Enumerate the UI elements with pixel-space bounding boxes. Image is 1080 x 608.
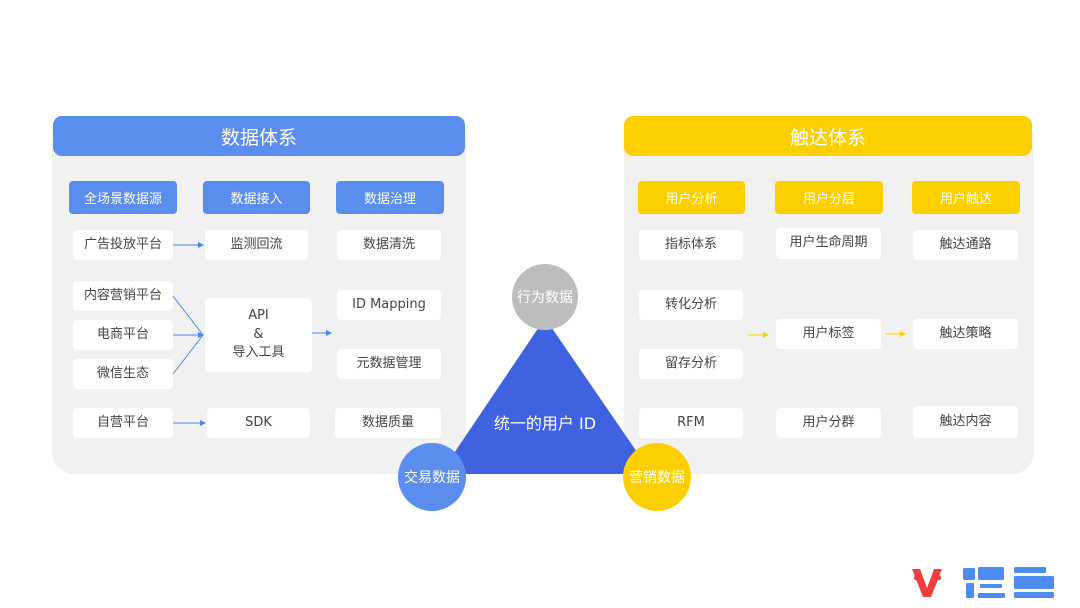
behavior-data-node: 行为数据	[512, 264, 578, 330]
column-header-data-ingestion: 数据接入	[203, 181, 310, 214]
line-wechat-to-api	[172, 334, 204, 375]
column-header-data-governance: 数据治理	[336, 181, 444, 214]
governance-metadata-management: 元数据管理	[337, 349, 441, 379]
logo-fish-glyph	[1014, 567, 1054, 598]
reach-strategy: 触达策略	[913, 319, 1018, 349]
logo-carp-glyph	[963, 567, 1005, 598]
unified-id-triangle	[440, 318, 652, 474]
analysis-rfm: RFM	[639, 408, 743, 438]
left-connectors	[172, 242, 332, 426]
line-content-to-api	[172, 295, 204, 336]
layering-user-groups: 用户分群	[776, 408, 881, 438]
source-wechat: 微信生态	[73, 359, 173, 389]
analysis-retention: 留存分析	[639, 349, 743, 379]
analysis-metric-system: 指标体系	[639, 230, 743, 260]
layering-user-lifecycle: 用户生命周期	[776, 228, 881, 259]
reach-channels: 触达通路	[913, 230, 1018, 260]
logo-fire-glyph	[912, 569, 942, 597]
right-connectors	[748, 331, 906, 338]
governance-id-mapping: ID Mapping	[337, 290, 441, 320]
column-header-user-layering: 用户分层	[775, 181, 883, 214]
huoliyu-logo	[912, 567, 1054, 598]
ingestion-sdk: SDK	[207, 408, 310, 438]
transaction-data-node: 交易数据	[398, 443, 466, 511]
source-content-marketing: 内容营销平台	[73, 281, 173, 311]
ingestion-monitor-backflow: 监测回流	[205, 230, 308, 260]
center-title: 统一的用户 ID	[493, 414, 597, 433]
column-header-user-analysis: 用户分析	[638, 181, 745, 214]
reach-system-title: 触达体系	[624, 116, 1032, 156]
column-header-user-reach: 用户触达	[912, 181, 1020, 214]
layering-user-tags: 用户标签	[776, 319, 881, 349]
data-system-title: 数据体系	[53, 116, 465, 156]
marketing-data-node: 营销数据	[623, 443, 691, 511]
analysis-conversion: 转化分析	[639, 290, 743, 320]
reach-content: 触达内容	[913, 406, 1018, 438]
governance-data-cleaning: 数据清洗	[337, 230, 441, 260]
source-ecommerce: 电商平台	[73, 320, 173, 350]
source-ad-platform: 广告投放平台	[73, 230, 173, 260]
import-tools-label: 导入工具	[232, 345, 285, 361]
api-label: API	[248, 307, 269, 323]
column-header-all-scene-sources: 全场景数据源	[69, 181, 177, 214]
source-owned-platform: 自营平台	[73, 408, 173, 438]
ingestion-api-import-tools: API & 导入工具	[205, 298, 312, 372]
ampersand-label: &	[253, 326, 264, 342]
governance-data-quality: 数据质量	[335, 408, 441, 438]
